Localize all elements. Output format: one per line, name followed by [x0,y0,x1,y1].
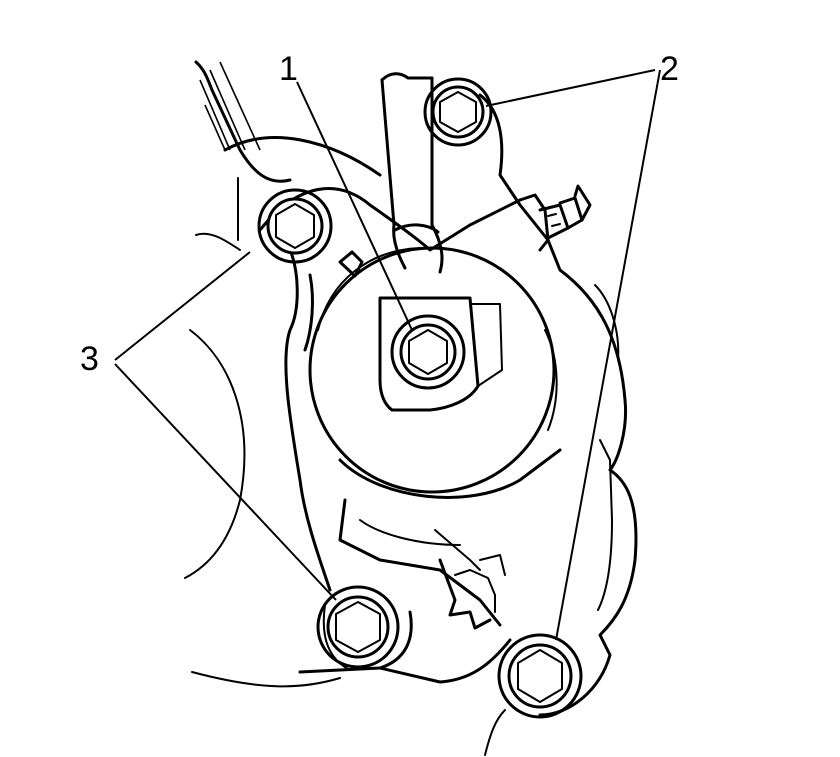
brake-hose [378,72,503,412]
bleeder-screw [518,184,592,252]
spring-clip [438,554,506,630]
upper-left-bolt [257,188,333,264]
hub-hatching [184,60,506,756]
callout-3: 3 [80,340,99,378]
top-right-bolt [423,77,493,147]
caliper-tab [338,250,364,278]
leader-lines [114,69,661,641]
callout-2: 2 [660,50,679,88]
callout-1: 1 [279,50,298,88]
piston-housing [308,246,562,627]
lower-left-bolt [316,585,400,669]
lower-right-bolt [497,633,583,719]
center-bolt [390,314,466,390]
